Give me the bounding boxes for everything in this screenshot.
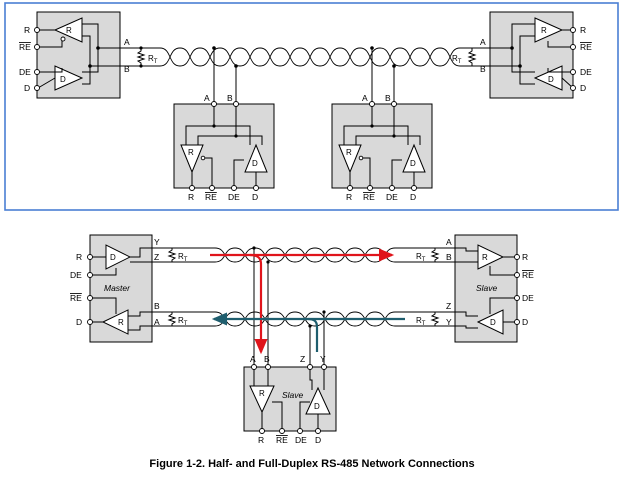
node-r-label: R — [188, 192, 194, 202]
driver-label: D — [314, 402, 320, 411]
node-d-label: D — [252, 192, 258, 202]
pin-r-label: R — [76, 252, 82, 262]
slave-right-transceiver: R D Slave R RE DE D A B Z Y — [410, 234, 534, 343]
signal-flow-teal — [211, 312, 405, 352]
pin-de-label: DE — [19, 67, 31, 77]
bus-z-label: Z — [154, 252, 159, 262]
slave-right-label: Slave — [476, 283, 498, 293]
node-y-label: Y — [320, 354, 326, 364]
node-b-label: B — [385, 93, 391, 103]
pin-d-label: D — [522, 317, 528, 327]
slave-receiver-label: R — [482, 253, 488, 262]
driver-label: D — [548, 75, 554, 84]
driver-label: D — [252, 159, 258, 168]
bus-a-label: A — [480, 37, 486, 47]
slave-bottom-transceiver: A B Z Y R D Slave R RE DE D — [243, 246, 337, 445]
svg-text:RT: RT — [148, 54, 158, 65]
terminator-right: RT — [452, 48, 477, 66]
receiver-label: R — [541, 26, 547, 35]
node-re-label: RE — [276, 435, 288, 445]
svg-text:RT: RT — [416, 316, 426, 327]
terminator-master-lower: RT — [167, 312, 188, 327]
node-de-label: DE — [386, 192, 398, 202]
master-label: Master — [104, 283, 131, 293]
svg-text:RT: RT — [178, 252, 188, 263]
bus-a-label: A — [154, 317, 160, 327]
bus-b-label: B — [124, 64, 130, 74]
bus-a-label: A — [446, 237, 452, 247]
receiver-label: R — [346, 148, 352, 157]
master-transceiver: D R Master R DE RE D Y Z B A — [70, 234, 200, 343]
svg-text:RT: RT — [416, 252, 426, 263]
full-duplex-panel: D R Master R DE RE D Y Z B A — [70, 234, 534, 445]
pin-re-label: RE — [70, 293, 82, 303]
receiver-triangle — [53, 17, 83, 43]
bus-b-label: B — [154, 301, 160, 311]
bus-b-label: B — [446, 252, 452, 262]
node-b-label: B — [227, 93, 233, 103]
node-re-label: RE — [205, 192, 217, 202]
pin-re-label: RE — [580, 42, 592, 52]
receiver-label: R — [66, 26, 72, 35]
node-z-label: Z — [300, 354, 305, 364]
node-r-label: R — [258, 435, 264, 445]
left-transceiver: R D R RE DE D A B — [19, 11, 158, 99]
node-a-label: A — [362, 93, 368, 103]
bus-y-label: Y — [446, 317, 452, 327]
pin-r-label: R — [580, 25, 586, 35]
terminator-master-upper: RT — [167, 248, 188, 263]
svg-text:RT: RT — [452, 54, 462, 65]
pin-r-label: R — [24, 25, 30, 35]
slave-bottom-label: Slave — [282, 390, 304, 400]
bus-y-label: Y — [154, 237, 160, 247]
pin-re-label: RE — [19, 42, 31, 52]
master-receiver-label: R — [118, 318, 124, 327]
node-re-label: RE — [363, 192, 375, 202]
pin-re-label: RE — [522, 270, 534, 280]
svg-text:RT: RT — [178, 316, 188, 327]
receiver-label: R — [259, 389, 265, 398]
node-de-label: DE — [228, 192, 240, 202]
pin-d-label: D — [24, 83, 30, 93]
node-d-label: D — [410, 192, 416, 202]
twisted-pair-cable — [150, 47, 470, 67]
receiver-label: R — [188, 148, 194, 157]
half-duplex-node-1: A B R D R RE DE D — [173, 46, 275, 202]
node-b-label: B — [264, 354, 270, 364]
panel-frame — [4, 2, 619, 211]
bus-b-label: B — [480, 64, 486, 74]
bus-z-label: Z — [446, 301, 451, 311]
node-de-label: DE — [295, 435, 307, 445]
pin-de-label: DE — [70, 270, 82, 280]
driver-label: D — [410, 159, 416, 168]
bus-a-label: A — [124, 37, 130, 47]
master-driver-label: D — [110, 253, 116, 262]
driver-label: D — [60, 75, 66, 84]
pin-de-label: DE — [580, 67, 592, 77]
pin-r-label: R — [522, 252, 528, 262]
slave-driver-label: D — [490, 318, 496, 327]
half-duplex-panel: R D R RE DE D A B — [4, 2, 619, 211]
node-d-label: D — [315, 435, 321, 445]
node-a-label: A — [250, 354, 256, 364]
figure-caption: Figure 1-2. Half- and Full-Duplex RS-485… — [149, 458, 474, 470]
half-duplex-node-2: A B R D R RE DE D — [331, 46, 433, 202]
terminator-slave-lower: RT — [416, 312, 440, 327]
right-transceiver: R D R RE DE D A B RT — [452, 11, 592, 99]
node-a-label: A — [204, 93, 210, 103]
node-r-label: R — [346, 192, 352, 202]
signal-flow-red — [210, 248, 395, 355]
terminator-left: RT — [136, 46, 158, 68]
pin-de-label: DE — [522, 293, 534, 303]
pin-d-label: D — [76, 317, 82, 327]
pin-d-label: D — [580, 83, 586, 93]
terminator-slave-upper: RT — [416, 248, 440, 263]
